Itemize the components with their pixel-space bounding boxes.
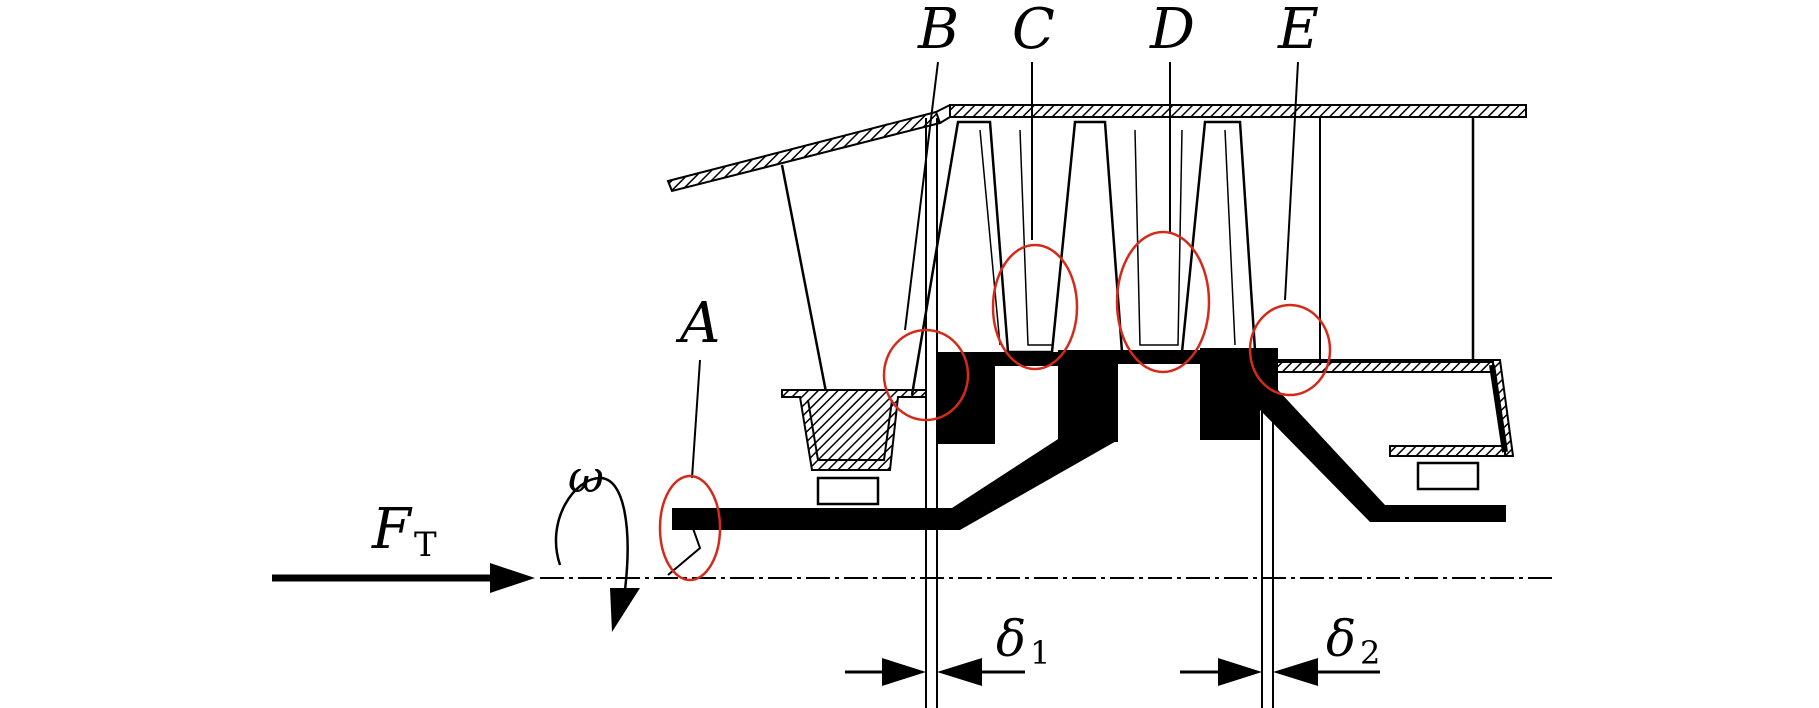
left-bearing-block bbox=[816, 476, 880, 506]
label-omega: ω bbox=[568, 452, 604, 503]
thrust-force-arrow bbox=[272, 563, 535, 593]
left-strut bbox=[780, 164, 828, 393]
label-delta1: δ bbox=[996, 610, 1026, 668]
right-bearing-block bbox=[1416, 461, 1480, 491]
stator-vanes bbox=[910, 120, 1257, 396]
highlight-ring-e bbox=[1248, 303, 1332, 397]
rotor-shaft bbox=[667, 348, 1506, 576]
leader-lines bbox=[691, 61, 1299, 479]
label-delta2-subscript: 2 bbox=[1360, 634, 1380, 672]
label-d: D bbox=[1149, 0, 1195, 62]
left-bearing-housing bbox=[781, 389, 927, 506]
label-force-subscript: T bbox=[414, 525, 437, 565]
outer-casing bbox=[666, 104, 1527, 193]
label-delta1-subscript: 1 bbox=[1030, 634, 1050, 672]
label-a: A bbox=[675, 291, 720, 356]
highlight-ring-c bbox=[991, 243, 1079, 371]
rotation-arrow bbox=[554, 476, 640, 632]
delta1-dimension bbox=[845, 658, 1025, 686]
label-e: E bbox=[1277, 0, 1319, 62]
highlight-ring-a bbox=[658, 474, 722, 582]
label-c: C bbox=[1012, 0, 1055, 62]
highlight-ring-d bbox=[1115, 230, 1211, 374]
highlight-ring-b bbox=[882, 328, 970, 422]
delta2-dimension bbox=[1180, 658, 1380, 686]
label-delta2: δ bbox=[1326, 610, 1356, 668]
right-bearing-housing bbox=[1274, 359, 1515, 491]
label-force: F bbox=[371, 497, 413, 562]
label-b: B bbox=[917, 0, 959, 62]
